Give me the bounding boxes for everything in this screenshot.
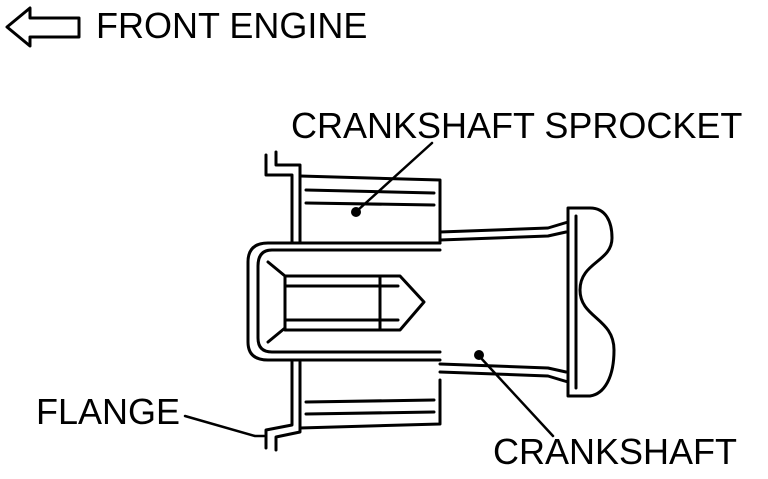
leader-dot-crankshaft xyxy=(474,350,484,360)
crankshaft-journal-bottom-inner xyxy=(438,362,568,374)
nose-chamfer-bottom xyxy=(266,326,287,344)
sprocket-tooth-line-bottom-2 xyxy=(304,410,436,416)
crankshaft-sprocket-label: CRANKSHAFT SPROCKET xyxy=(291,105,743,146)
nose-chamfer-top xyxy=(266,260,287,278)
crankshaft-journal-top-inner xyxy=(438,230,568,242)
crankshaft-journal-top xyxy=(438,220,570,234)
flange-lower-inner xyxy=(274,360,302,452)
bolt-hole-outline xyxy=(283,274,426,332)
leader-dot-sprocket xyxy=(351,207,361,217)
crankshaft-web-outline xyxy=(566,206,616,398)
sprocket-tooth-line-bottom-1 xyxy=(304,398,436,404)
crankshaft-nose-inner xyxy=(256,248,442,354)
sprocket-tooth-line-top-1 xyxy=(304,188,436,195)
flange-label: FLANGE xyxy=(36,391,181,432)
leader-flange xyxy=(183,414,266,438)
flange-upper-outline xyxy=(264,153,294,244)
sprocket-outline xyxy=(298,174,442,430)
flange-upper-inner xyxy=(274,150,302,244)
front-engine-label: FRONT ENGINE xyxy=(96,5,368,46)
flange-lower-outline xyxy=(264,360,294,450)
crankshaft-journal-bottom xyxy=(438,370,570,384)
arrow-left-outline-icon xyxy=(5,6,81,48)
crankshaft-label: CRANKSHAFT xyxy=(493,431,738,472)
sprocket-tooth-line-top-2 xyxy=(304,201,436,207)
leader-sprocket xyxy=(356,141,434,212)
crankshaft-nose-outline xyxy=(246,241,442,362)
leader-crankshaft xyxy=(478,355,555,438)
